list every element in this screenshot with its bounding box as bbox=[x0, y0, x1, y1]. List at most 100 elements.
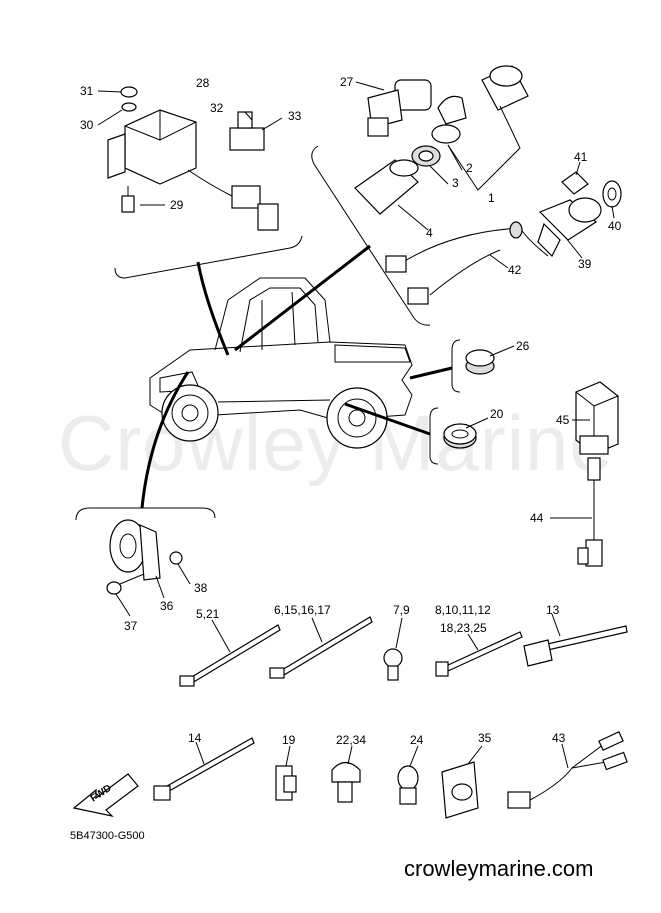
leader-38 bbox=[177, 563, 191, 585]
leader-36 bbox=[155, 575, 165, 599]
leader-6-15-16-17 bbox=[311, 617, 323, 643]
leader-33 bbox=[261, 117, 283, 131]
bracket-20 bbox=[429, 407, 439, 465]
part-44-harness bbox=[577, 457, 603, 567]
leader-20 bbox=[344, 402, 431, 436]
callout-42: 42 bbox=[508, 263, 522, 277]
callout-35: 35 bbox=[478, 731, 492, 745]
diagram-code: 5B47300-G500 bbox=[70, 830, 145, 842]
callout-14: 14 bbox=[188, 731, 202, 745]
leader-top-left bbox=[196, 261, 230, 356]
part-28-actuator bbox=[107, 109, 279, 231]
leader-18-23-25 bbox=[467, 633, 479, 651]
part-31-nut bbox=[120, 86, 138, 98]
leader-14 bbox=[195, 741, 205, 765]
part-20-grommet bbox=[443, 423, 477, 449]
bracket-top-right bbox=[311, 145, 431, 326]
part-1-socket bbox=[431, 65, 529, 144]
leader-19 bbox=[285, 745, 291, 767]
leader-26 bbox=[409, 366, 453, 380]
callout-43: 43 bbox=[552, 731, 566, 745]
callout-28: 28 bbox=[196, 76, 210, 90]
leader-20 bbox=[465, 417, 489, 429]
part-36-horn bbox=[109, 519, 161, 581]
site-footer[interactable]: crowleymarine.com bbox=[404, 856, 594, 881]
callout-36: 36 bbox=[160, 599, 174, 613]
callout-24: 24 bbox=[410, 733, 424, 747]
callout-27: 27 bbox=[340, 75, 354, 89]
callout-30: 30 bbox=[80, 118, 94, 132]
callout-18-23-25: 18,23,25 bbox=[440, 621, 487, 635]
part-39-keyswitch bbox=[537, 197, 602, 258]
leader-41 bbox=[575, 161, 581, 176]
callout-6-15-16-17: 6,15,16,17 bbox=[274, 603, 331, 617]
leader-35 bbox=[467, 745, 483, 765]
part-26-grommet bbox=[465, 349, 495, 375]
callout-13: 13 bbox=[546, 603, 560, 617]
leader-40 bbox=[611, 205, 615, 219]
callout-31: 31 bbox=[80, 84, 94, 98]
leader-2 bbox=[447, 144, 463, 171]
callout-1: 1 bbox=[488, 191, 495, 205]
part-8-tie bbox=[435, 631, 523, 677]
part-14-tie bbox=[153, 737, 255, 801]
callout-26: 26 bbox=[516, 339, 530, 353]
callout-4: 4 bbox=[426, 226, 433, 240]
vehicle-illustration bbox=[149, 277, 413, 449]
leader-43 bbox=[561, 743, 569, 769]
part-5-21-tie bbox=[179, 624, 281, 687]
part-4-boot bbox=[354, 159, 419, 215]
part-19-clip bbox=[275, 765, 297, 801]
part-30-washer bbox=[121, 102, 137, 112]
leader-horn bbox=[140, 371, 190, 509]
callout-7-9: 7,9 bbox=[393, 603, 410, 617]
callout-19: 19 bbox=[282, 733, 296, 747]
part-3-nut bbox=[411, 145, 441, 167]
leader-top-right bbox=[234, 244, 371, 352]
part-32-sensor bbox=[229, 111, 265, 151]
leader-27 bbox=[355, 81, 385, 91]
callout-22-34: 22,34 bbox=[336, 733, 367, 747]
bracket-26 bbox=[451, 339, 461, 393]
callout-44: 44 bbox=[530, 511, 544, 525]
leader-30 bbox=[97, 109, 123, 126]
leader-1 bbox=[447, 105, 521, 191]
leader-5-21 bbox=[211, 619, 231, 653]
part-37-bolt bbox=[106, 573, 145, 595]
leader-26 bbox=[489, 345, 515, 357]
callout-33: 33 bbox=[288, 109, 302, 123]
part-42-harness bbox=[385, 221, 549, 305]
part-38-nut bbox=[169, 551, 183, 565]
bracket-horn bbox=[75, 507, 216, 521]
leader-31 bbox=[97, 90, 123, 93]
callout-3: 3 bbox=[452, 176, 459, 190]
leader-42 bbox=[489, 254, 509, 269]
leader-3 bbox=[429, 165, 449, 185]
leader-7-9 bbox=[395, 617, 403, 649]
leader-37 bbox=[115, 593, 131, 617]
callout-45: 45 bbox=[556, 413, 570, 427]
leader-22-34 bbox=[347, 745, 353, 765]
leader-39 bbox=[565, 237, 583, 259]
fwd-arrow-icon bbox=[72, 773, 139, 818]
callout-20: 20 bbox=[490, 407, 504, 421]
leader-24 bbox=[409, 745, 419, 767]
part-13-clamp bbox=[523, 625, 628, 667]
part-43-harness bbox=[507, 731, 628, 809]
part-6-tie bbox=[269, 616, 373, 679]
callout-5-21: 5,21 bbox=[196, 607, 220, 621]
part-22-34-clip bbox=[331, 761, 361, 803]
part-40-nut bbox=[602, 180, 622, 208]
callout-39: 39 bbox=[578, 257, 592, 271]
leader-32 bbox=[244, 111, 253, 121]
callout-2: 2 bbox=[466, 161, 473, 175]
part-41-label bbox=[561, 171, 589, 195]
leader-4 bbox=[397, 204, 429, 231]
part-24-clip bbox=[397, 765, 419, 805]
bracket-top-left bbox=[114, 235, 303, 279]
callout-32: 32 bbox=[210, 101, 224, 115]
callout-29: 29 bbox=[170, 198, 184, 212]
callout-37: 37 bbox=[124, 619, 138, 633]
